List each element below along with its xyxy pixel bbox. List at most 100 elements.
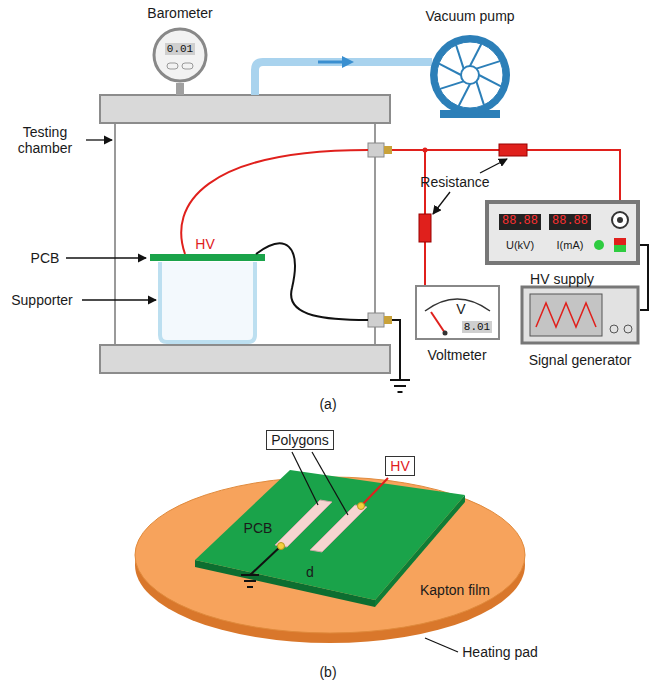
vacuum-pump-shape: [461, 66, 479, 84]
signal-generator: Signal generator: [520, 285, 640, 345]
ground-symbol: [394, 385, 406, 387]
vacuum-pump-shape: [476, 81, 484, 105]
feedthrough: [368, 143, 384, 157]
vacuum-pump-shape: [439, 64, 461, 75]
hv-wire: [361, 478, 388, 506]
ground-symbol: [390, 320, 410, 392]
leader-arrow: [480, 159, 507, 173]
readout-text: 88.88: [549, 214, 591, 230]
voltmeter: V8.01Voltmeter: [415, 285, 500, 340]
vacuum-pump-shape: [420, 30, 520, 120]
leader-line: [292, 452, 318, 505]
part-label: Kapton film: [420, 582, 490, 598]
part-label: Heating pad: [462, 644, 538, 660]
panel-label: (b): [319, 664, 336, 680]
leader-arrow: [66, 257, 146, 258]
pcb: [150, 254, 265, 261]
feedthrough: [384, 316, 392, 324]
barometer-stem: [176, 83, 184, 95]
ground-wire: [256, 243, 368, 320]
node-title: HV supply: [530, 271, 594, 287]
vacuum-tube: [255, 62, 432, 95]
ground-symbol: [241, 546, 281, 587]
barometer-shape: [154, 29, 206, 81]
part-label: Polygons: [266, 430, 334, 450]
hv-supply-shape: [614, 238, 626, 245]
vacuum-pump-shape: [437, 42, 503, 108]
voltmeter-shape: [431, 312, 445, 333]
signal-label: HV: [195, 236, 214, 252]
vacuum-pump-shape: [476, 61, 500, 69]
signal-generator-shape: [520, 285, 640, 345]
vacuum-pump-shape: [430, 35, 510, 115]
vacuum-pump-shape: [470, 44, 481, 66]
voltmeter-shape: [443, 331, 448, 336]
pcb: [195, 470, 465, 600]
ground-symbol: [247, 586, 253, 588]
hv-supply-shape: [612, 212, 628, 228]
hv-wire: [181, 150, 368, 254]
hv-supply-shape: [487, 202, 638, 263]
resistor-symbol: [499, 144, 527, 156]
testing-chamber: [100, 95, 390, 373]
node-title: Vacuum pump: [425, 8, 514, 24]
readout-text: V: [456, 301, 465, 317]
ground-symbol: [398, 391, 403, 393]
feedthrough: [368, 313, 384, 327]
hv-supply-shape: [617, 217, 623, 223]
vacuum-pump-shape: [456, 45, 464, 69]
barometer: Barometer0.01: [152, 27, 208, 83]
solder-dot: [278, 543, 285, 550]
readout-text: 8.01: [462, 321, 492, 334]
leader-line: [292, 452, 458, 652]
node-title: Barometer: [147, 5, 212, 21]
ground-symbol: [390, 379, 410, 381]
ground-symbol: [250, 546, 281, 575]
voltmeter-shape: [416, 286, 499, 339]
leader-arrow: [66, 140, 507, 300]
flow-arrow: [318, 61, 348, 64]
part-label: PCB: [31, 250, 60, 266]
hv-supply-shape: [594, 240, 604, 250]
node-title: Voltmeter: [427, 347, 486, 363]
ground-symbol: [244, 580, 256, 582]
vacuum-pump-shape: [479, 75, 501, 86]
supporter: [160, 262, 255, 342]
barometer-shape: [182, 63, 193, 69]
signal-label: HV: [385, 456, 414, 476]
signal-generator-shape: [610, 325, 618, 333]
part-label: Resistance: [420, 174, 489, 190]
node-title: Signal generator: [529, 352, 632, 368]
ground-symbol: [392, 320, 400, 380]
vacuum-pump-shape: [459, 84, 470, 106]
solder-dot: [358, 503, 365, 510]
leader-line: [312, 452, 348, 515]
leader-line: [425, 638, 458, 652]
panel-label: (a): [319, 396, 336, 412]
hv-supply: 88.8888.88U(kV)I(mA)HV supply: [485, 200, 640, 265]
part-label: Supporter: [11, 292, 72, 308]
leader-arrow: [82, 299, 156, 300]
signal-generator-shape: [536, 303, 596, 327]
testing-chamber: [100, 345, 390, 373]
signal-wire: [640, 245, 648, 310]
junction: [423, 148, 428, 153]
feedthrough: [368, 143, 392, 327]
readout-text: 88.88: [499, 214, 541, 230]
readout-text: U(kV): [506, 239, 534, 252]
testing-chamber: [114, 123, 116, 345]
ground-symbol: [241, 574, 259, 576]
readout-text: I(mA): [557, 239, 584, 252]
leader-arrow: [86, 139, 112, 140]
copper-polygon: [310, 505, 367, 552]
leader-arrow: [433, 192, 450, 214]
part-label: Testing chamber: [9, 124, 81, 156]
dimension-label: d: [306, 564, 314, 580]
barometer-shape: [167, 63, 178, 69]
resistor-symbol: [419, 214, 431, 242]
part-label: PCB: [244, 520, 273, 536]
vacuum-pump: Vacuum pump: [420, 30, 520, 120]
